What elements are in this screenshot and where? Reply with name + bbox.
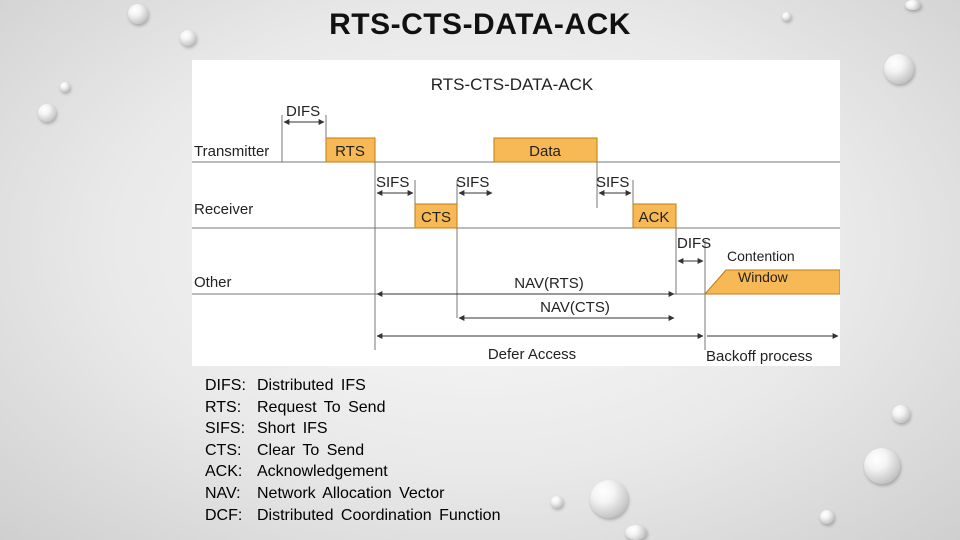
legend-row: DIFS: Distributed IFS (205, 375, 500, 397)
legend-term: CTS: (205, 441, 242, 459)
row-label-other: Other (194, 274, 232, 291)
backoff-process-label: Backoff process (706, 348, 812, 365)
legend-definition: Distributed IFS (257, 377, 366, 394)
legend-row: DCF: Distributed Coordination Function (205, 505, 500, 527)
legend-definition: Request To Send (257, 398, 386, 416)
legend-term: SIFS: (205, 420, 246, 438)
water-drop-decoration (551, 496, 563, 508)
contention-label-line1: Contention (727, 248, 795, 264)
water-drop-decoration (905, 0, 921, 10)
legend-definition: Network Allocation Vector (257, 484, 445, 502)
legend-definition: Distributed Coordination Function (257, 506, 501, 524)
legend-definition: Acknowledgement (257, 463, 388, 481)
frame-rts: RTS (325, 137, 376, 163)
diagram-title: RTS-CTS-DATA-ACK (431, 75, 594, 94)
slide-title: RTS-CTS-DATA-ACK (329, 8, 631, 41)
row-label-transmitter: Transmitter (194, 143, 269, 160)
legend-row: CTS: Clear To Send (205, 440, 500, 462)
frame-data: Data (493, 137, 598, 163)
frame-ack: ACK (632, 203, 677, 229)
svg-text:ACK: ACK (639, 209, 670, 226)
legend-row: NAV: Network Allocation Vector (205, 483, 500, 505)
svg-text:RTS: RTS (335, 143, 365, 160)
water-drop-decoration (128, 4, 148, 24)
legend-row: ACK: Acknowledgement (205, 461, 500, 483)
nav-rts-label: NAV(RTS) (514, 275, 583, 292)
nav-cts-label: NAV(CTS) (540, 299, 610, 316)
interval-difs-right: DIFS (677, 235, 711, 252)
frame-cts: CTS (414, 203, 458, 229)
legend-term: DCF: (205, 506, 243, 524)
interval-difs-top: DIFS (286, 103, 320, 120)
water-drop-decoration (864, 448, 900, 484)
water-drop-decoration (820, 510, 834, 524)
svg-text:CTS: CTS (421, 209, 451, 226)
svg-text:Data: Data (529, 143, 561, 160)
defer-access-label: Defer Access (488, 346, 576, 363)
water-drop-decoration (38, 104, 56, 122)
legend-definition: Clear To Send (257, 441, 365, 459)
legend-row: RTS: Request To Send (205, 397, 500, 419)
water-drop-decoration (782, 12, 791, 21)
legend-term: NAV: (205, 484, 241, 502)
water-drop-decoration (180, 30, 196, 46)
row-label-receiver: Receiver (194, 201, 253, 218)
interval-sifs-1: SIFS (376, 174, 409, 191)
rts-cts-timing-diagram: RTS-CTS-DATA-ACK Transmitter Receiver Ot… (192, 60, 841, 366)
water-drop-decoration (60, 82, 70, 92)
legend-term: ACK: (205, 463, 243, 481)
water-drop-decoration (625, 525, 647, 540)
interval-sifs-2: SIFS (456, 174, 489, 191)
water-drop-decoration (884, 54, 914, 84)
water-drop-decoration (590, 480, 628, 518)
legend-row: SIFS: Short IFS (205, 418, 500, 440)
contention-label-line2: Window (738, 269, 789, 285)
legend-term: DIFS: (205, 377, 246, 394)
water-drop-decoration (892, 405, 910, 423)
legend-definition: Short IFS (257, 420, 328, 438)
legend-term: RTS: (205, 398, 242, 416)
interval-sifs-3: SIFS (596, 174, 629, 191)
acronym-legend: DIFS: Distributed IFS RTS: Request To Send… (205, 375, 500, 526)
